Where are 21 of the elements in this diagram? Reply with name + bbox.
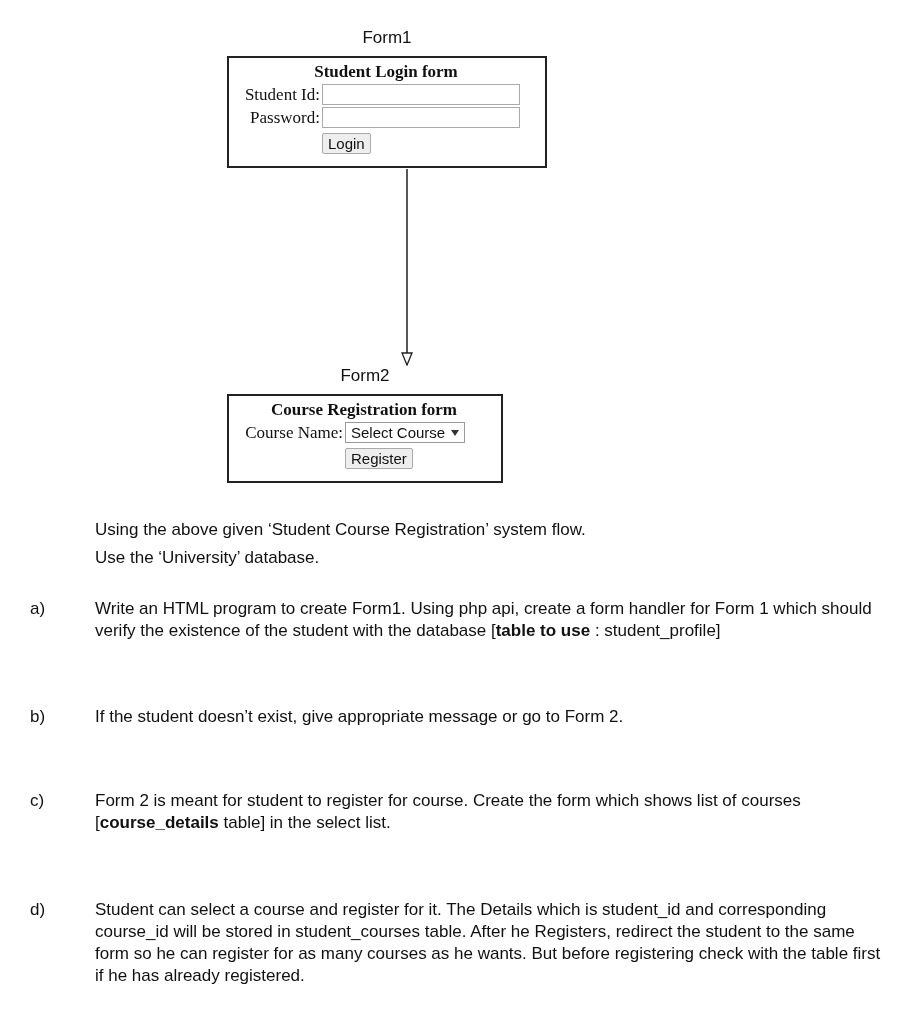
field-label: Student Id: [243,84,320,105]
field-label: Course Name: [244,422,343,443]
item-marker: b) [30,706,46,728]
item-marker: c) [30,790,45,812]
field-label: Password: [249,107,320,128]
item-marker: a) [30,598,46,620]
question-text: If the student doesn’t exist, give appropriate message or go to Form 2. [95,706,624,728]
form-caption: Form1 [361,28,413,48]
item-marker: d) [30,899,46,921]
form-title: Course Registration form [270,400,458,420]
instruction-text: Using the above given ‘Student Course Registration’ system flow. [95,519,586,541]
question-text: Student can select a course and register for it. The Details which is student_id and corresponding course_id will be stored in student_courses table. After he Registers, redirect the student to the same form so he can register for as many courses as he wants. But before registering check with the table first if he has already registered. [95,899,882,987]
select-dropdown: Select Course [345,422,466,443]
form-caption: Form2 [339,366,391,386]
question-text: Write an HTML program to create Form1. Using php api, create a form handler for Form 1 which should verify the existence of the student with the database [table to use : student_profile] [95,598,873,642]
form-button: Register [345,448,413,469]
form-title: Student Login form [313,62,459,82]
question-text: Form 2 is meant for student to register for course. Create the form which shows list of courses [course_details table] in the select list. [95,790,802,834]
flow-arrow [401,168,413,366]
instruction-text: Use the ‘University’ database. [95,547,320,569]
form-button: Login [322,133,371,154]
